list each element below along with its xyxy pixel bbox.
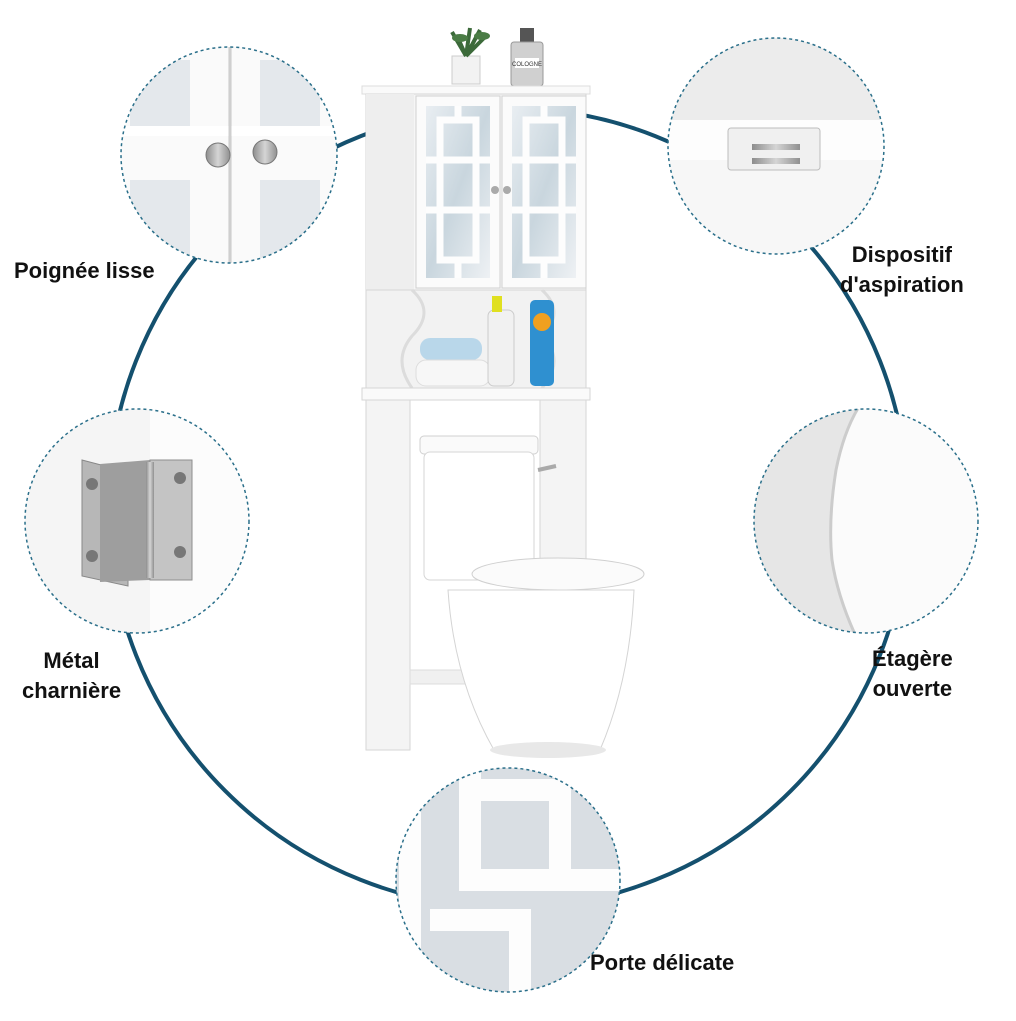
label-metal-hinge: Métal charnière <box>22 646 121 706</box>
callout-handle <box>120 46 338 264</box>
callout-delicate-door <box>395 767 621 993</box>
label-shelf-line2: ouverte <box>872 676 953 701</box>
callout-open-shelf <box>753 408 979 634</box>
toilet <box>419 435 645 758</box>
label-suction-device: Dispositif d'aspiration <box>840 240 964 300</box>
plant <box>450 27 490 85</box>
cologne-bottle: COLOGNE <box>510 28 544 87</box>
bottle-label: COLOGNE <box>512 62 542 68</box>
towels <box>415 338 491 387</box>
label-shelf-line1: Étagère <box>872 646 953 671</box>
callout-suction-device <box>667 37 885 255</box>
bottles <box>487 296 554 387</box>
callout-metal-hinge <box>24 408 250 634</box>
label-suction-line1: Dispositif <box>851 242 953 267</box>
label-hinge-line1: Métal <box>43 648 100 673</box>
cabinet: COLOGNE <box>361 27 591 751</box>
glass-doors <box>415 95 587 289</box>
label-suction-line2: d'aspiration <box>840 272 964 297</box>
label-hinge-line2: charnière <box>22 678 122 703</box>
label-handle: Poignée lisse <box>14 258 155 283</box>
label-delicate-door: Porte délicate <box>590 950 735 975</box>
label-open-shelf: Étagère ouverte <box>872 644 953 704</box>
